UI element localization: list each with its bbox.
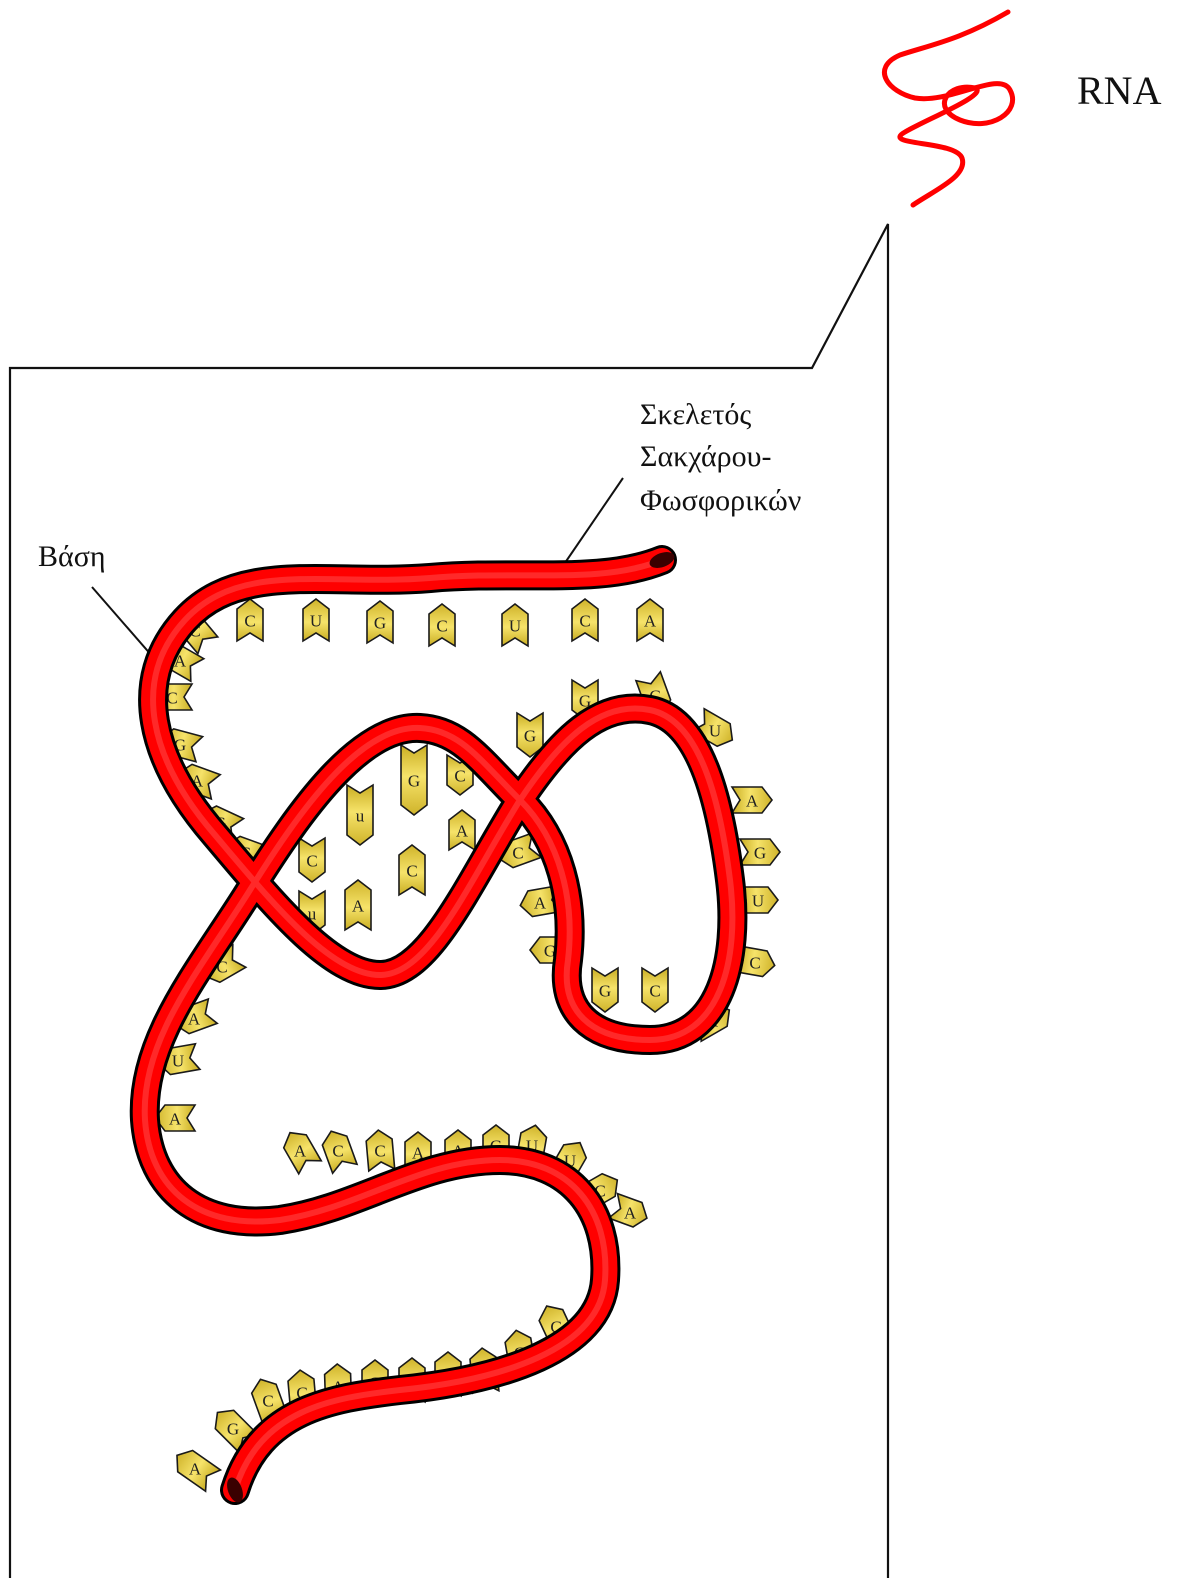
base-letter: G — [227, 1420, 239, 1439]
nucleotide-base: A — [170, 1445, 221, 1492]
nucleotide-base: A — [345, 880, 371, 930]
base-letter: A — [456, 822, 469, 841]
base-letter: U — [509, 617, 521, 636]
nucleotide-base: C — [572, 599, 598, 641]
backbone-label-line2: Σακχάρου- — [640, 440, 771, 473]
nucleotide-base: G — [740, 839, 780, 865]
base-letter: C — [406, 862, 417, 881]
backbone-label-line3: Φωσφορικών — [640, 484, 801, 517]
base-letter: C — [306, 852, 317, 871]
base-letter: U — [310, 612, 322, 631]
base-letter: C — [454, 767, 465, 786]
nucleotide-base: C — [399, 845, 425, 895]
nucleotide-base: C — [642, 968, 668, 1012]
base-letter: A — [169, 1110, 182, 1129]
base-letter: U — [709, 722, 721, 741]
nucleotide-base: U — [303, 599, 329, 641]
base-letter: A — [746, 792, 759, 811]
base-letter: C — [649, 982, 660, 1001]
base-letter: C — [512, 844, 523, 863]
nucleotide-base: C — [365, 1129, 394, 1171]
backbone-label-line1: Σκελετός — [640, 398, 751, 431]
nucleotide-base: A — [732, 787, 772, 813]
base-letter: G — [374, 614, 386, 633]
nucleotide-base: G — [401, 745, 427, 815]
base-letter: u — [356, 807, 365, 826]
base-letter: U — [172, 1052, 184, 1071]
nucleotide-base: U — [502, 604, 528, 646]
nucleotide-base: A — [609, 1194, 652, 1231]
base-label: Βάση — [38, 540, 106, 573]
base-letter: A — [534, 894, 547, 913]
nucleotide-base: A — [155, 1105, 195, 1131]
base-letter: C — [262, 1392, 273, 1411]
nucleotide-base: C — [237, 599, 263, 641]
nucleotide-base: G — [592, 968, 618, 1012]
base-letter: A — [624, 1204, 637, 1223]
nucleotide-base: C — [319, 1127, 357, 1173]
rna-squiggle-icon — [884, 12, 1012, 205]
base-letter: C — [332, 1142, 343, 1161]
base-letter: A — [352, 897, 365, 916]
nucleotide-base: u — [347, 785, 373, 845]
nucleotide-base: G — [367, 601, 393, 643]
base-letter: U — [752, 892, 764, 911]
base-letter: A — [644, 612, 657, 631]
base-letter: C — [749, 954, 760, 973]
base-letter: A — [294, 1142, 307, 1161]
base-letter: G — [754, 844, 766, 863]
nucleotide-base: A — [449, 810, 475, 850]
base-letter: G — [408, 772, 420, 791]
nucleotide-base: C — [299, 838, 325, 882]
base-letter: C — [244, 612, 255, 631]
base-letter: A — [189, 1460, 202, 1479]
base-letter: G — [599, 982, 611, 1001]
base-letter: C — [436, 617, 447, 636]
base-letter: G — [524, 727, 536, 746]
nucleotide-base: C — [429, 604, 455, 646]
nucleotide-base: A — [637, 599, 663, 641]
rna-label: RNA — [1077, 68, 1162, 113]
nucleotide-base: A — [279, 1126, 322, 1174]
base-letter: C — [579, 612, 590, 631]
base-letter: C — [374, 1142, 385, 1161]
